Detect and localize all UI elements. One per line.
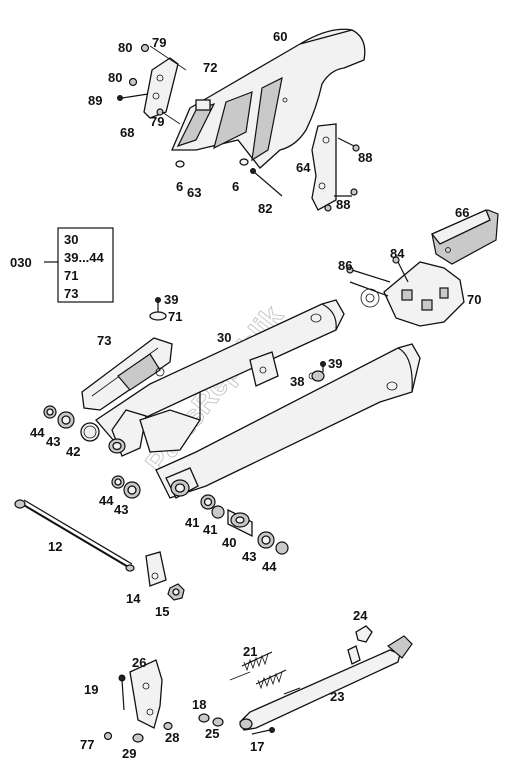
callout-71: 71 — [168, 309, 182, 324]
callout-64: 64 — [296, 160, 311, 175]
kit-row-2: 39...44 — [64, 250, 105, 265]
small-fasteners — [103, 713, 275, 743]
bearings-pivot-right — [200, 494, 289, 555]
callout-26: 26 — [132, 655, 146, 670]
nut-15 — [167, 583, 185, 601]
kit-box: 30 39...44 71 73 — [44, 227, 114, 303]
callout-79: 79 — [150, 114, 164, 129]
callout-14: 14 — [126, 591, 141, 606]
callout-44: 44 — [30, 425, 45, 440]
callout-18: 18 — [192, 697, 206, 712]
callout-72: 72 — [203, 60, 217, 75]
screw-39-and-nut-38 — [311, 361, 326, 382]
chain-guide-66 — [430, 209, 499, 265]
callout-42: 42 — [66, 444, 80, 459]
pivot-axle — [14, 499, 135, 572]
callout-29: 29 — [122, 746, 136, 761]
callout-030: 030 — [10, 255, 32, 270]
callout-63: 63 — [187, 185, 201, 200]
callout-70: 70 — [467, 292, 481, 307]
callout-86: 86 — [338, 258, 352, 273]
kit-row-3: 71 — [64, 268, 78, 283]
callout-77: 77 — [80, 737, 94, 752]
callout-21: 21 — [243, 644, 257, 659]
callout-79: 79 — [152, 35, 166, 50]
screw-39-and-washer-71 — [149, 297, 167, 321]
bearings-left-lower — [111, 475, 141, 499]
callout-73: 73 — [97, 333, 111, 348]
callout-66: 66 — [455, 205, 469, 220]
bearings-left-upper — [43, 405, 100, 442]
washers-and-bolt-82 — [175, 158, 283, 197]
plate-14 — [145, 551, 167, 587]
kit-row-1: 30 — [64, 232, 78, 247]
callout-labels: 60 80 79 72 80 89 68 79 88 64 88 6 63 6 … — [10, 29, 481, 761]
callout-88: 88 — [358, 150, 372, 165]
callout-12: 12 — [48, 539, 62, 554]
callout-39: 39 — [164, 292, 178, 307]
callout-44: 44 — [99, 493, 114, 508]
callout-40: 40 — [222, 535, 236, 550]
springs-21 — [229, 651, 287, 690]
callout-80: 80 — [118, 40, 132, 55]
callout-30: 30 — [217, 330, 231, 345]
bracket-68 — [117, 43, 187, 125]
kit-row-4: 73 — [64, 286, 78, 301]
swing-arm — [95, 299, 421, 499]
swing-arm-slider — [81, 337, 173, 411]
callout-39: 39 — [328, 356, 342, 371]
callout-15: 15 — [155, 604, 169, 619]
callout-38: 38 — [290, 374, 304, 389]
callout-24: 24 — [353, 608, 368, 623]
callout-41: 41 — [185, 515, 199, 530]
callout-44: 44 — [262, 559, 277, 574]
stand-bracket-26 — [118, 659, 163, 729]
callout-28: 28 — [165, 730, 179, 745]
callout-68: 68 — [120, 125, 134, 140]
callout-25: 25 — [205, 726, 219, 741]
callout-6: 6 — [232, 179, 239, 194]
callout-17: 17 — [250, 739, 264, 754]
callout-88: 88 — [336, 197, 350, 212]
callout-60: 60 — [273, 29, 287, 44]
callout-84: 84 — [390, 246, 405, 261]
callout-82: 82 — [258, 201, 272, 216]
callout-43: 43 — [46, 434, 60, 449]
callout-23: 23 — [330, 689, 344, 704]
callout-19: 19 — [84, 682, 98, 697]
callout-6: 6 — [176, 179, 183, 194]
chain-guide-70 — [346, 256, 465, 327]
callout-43: 43 — [242, 549, 256, 564]
callout-89: 89 — [88, 93, 102, 108]
chain-guard — [171, 28, 366, 169]
callout-43: 43 — [114, 502, 128, 517]
bracket-64 — [311, 123, 360, 212]
callout-41: 41 — [203, 522, 217, 537]
callout-80: 80 — [108, 70, 122, 85]
side-stand — [239, 635, 413, 731]
rubber-stop-24 — [355, 625, 373, 643]
